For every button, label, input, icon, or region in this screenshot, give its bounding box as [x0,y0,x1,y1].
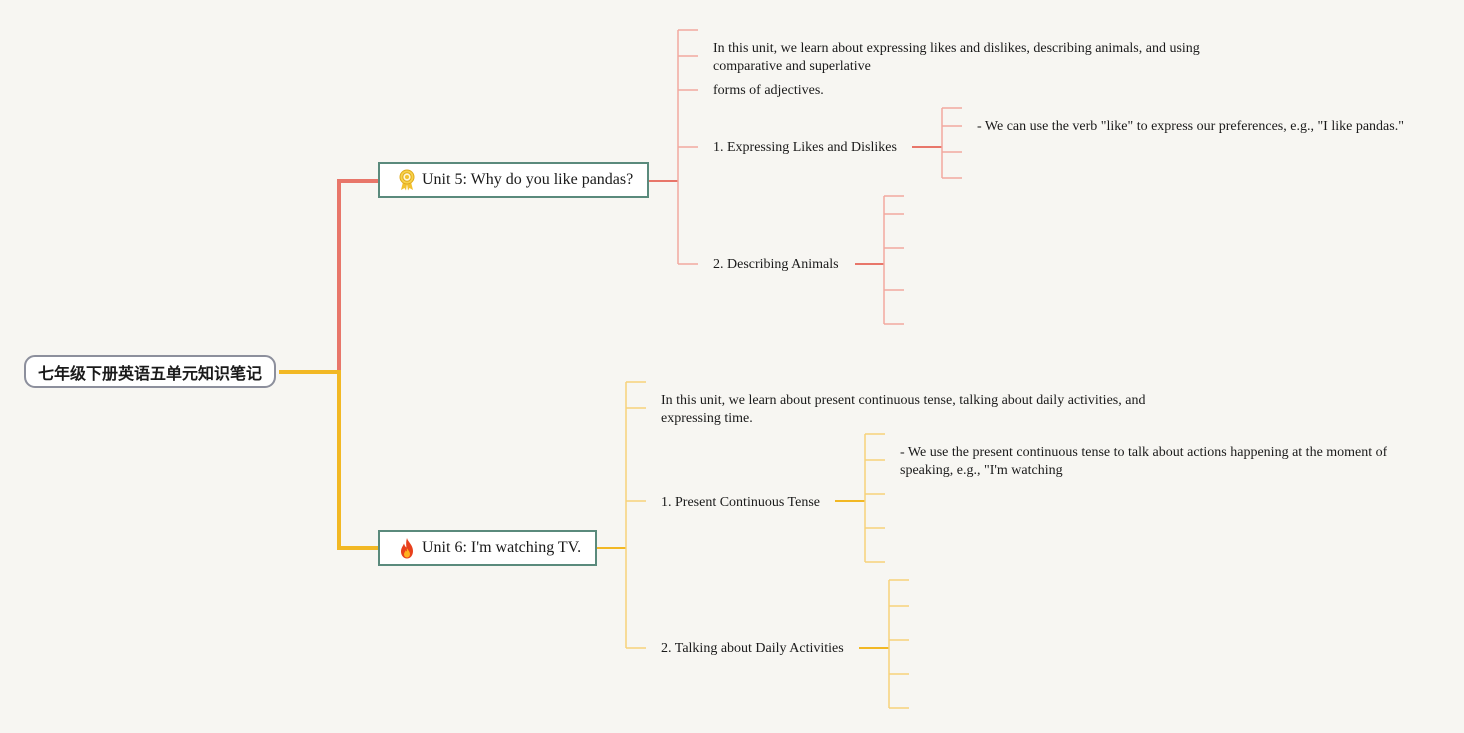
unit5-intro-line1: In this unit, we learn about expressing … [713,41,1200,56]
unit6-intro-line1: In this unit, we learn about present con… [661,393,1146,408]
root-label: 七年级下册英语五单元知识笔记 [37,363,262,383]
unit6-topic1-detail-line1: - We use the present continuous tense to… [900,445,1388,460]
unit5-intro-line2: comparative and superlative [713,59,871,73]
fire-icon [398,537,416,559]
unit5-topic1-detail: - We can use the verb "like" to express … [977,119,1404,133]
unit6-label: Unit 6: I'm watching TV. [422,539,582,556]
award-ribbon-icon [398,169,416,191]
unit6-topic1-bracket [835,433,885,563]
unit6-topic2-bracket [859,579,909,709]
root-node[interactable]: 七年级下册英语五单元知识笔记 [24,355,276,388]
unit6-topic1-detail-line2: speaking, e.g., "I'm watching [900,463,1063,477]
unit6-topic2-label[interactable]: 2. Talking about Daily Activities [661,641,844,656]
unit5-label: Unit 5: Why do you like pandas? [422,171,634,188]
unit6-bracket [597,381,646,649]
unit6-intro-line2: expressing time. [661,411,753,425]
unit6-node[interactable]: Unit 6: I'm watching TV. [378,530,597,566]
unit5-intro-line3: forms of adjectives. [713,83,824,98]
unit5-topic1-bracket [912,107,962,179]
root-connector-unit6 [279,370,379,550]
root-connector-unit5 [279,179,379,374]
unit5-bracket [649,29,698,265]
unit6-topic1-label[interactable]: 1. Present Continuous Tense [661,495,820,510]
unit5-topic1-label[interactable]: 1. Expressing Likes and Dislikes [713,140,897,155]
unit5-topic2-bracket [855,195,904,325]
unit5-node[interactable]: Unit 5: Why do you like pandas? [378,162,649,198]
unit5-topic2-label[interactable]: 2. Describing Animals [713,257,839,272]
